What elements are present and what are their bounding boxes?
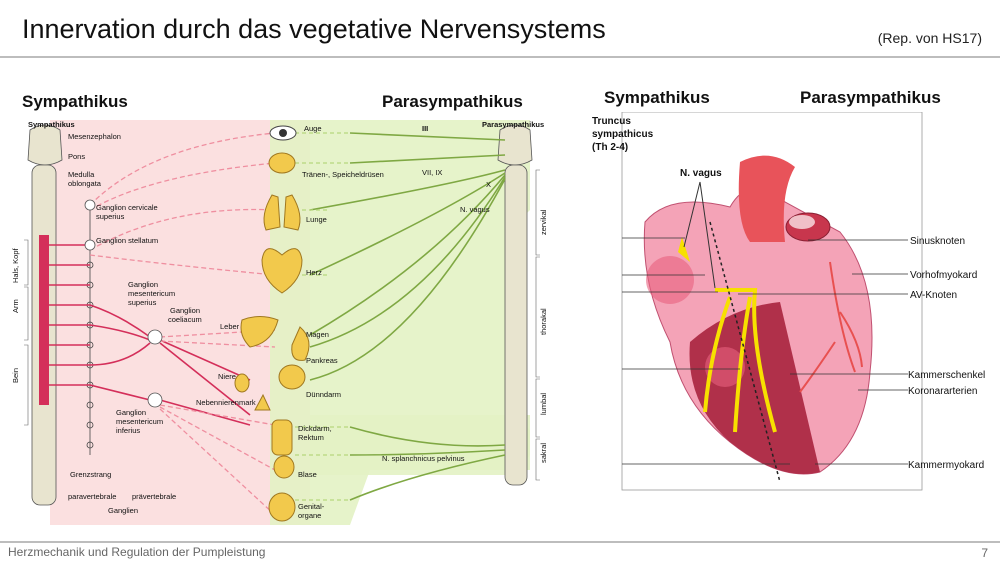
organ-genital-icon	[268, 492, 296, 522]
prevertebral-ganglia	[84, 199, 163, 408]
heart-label: Kammerschenkel	[908, 370, 985, 381]
organ-eye-icon	[269, 125, 297, 141]
body-region-label: Hals, Kopf	[11, 247, 20, 283]
ganglion-label: superius	[128, 298, 157, 307]
left-heading-parasympathikus: Parasympathikus	[382, 92, 523, 111]
organ-label: Leber	[220, 322, 240, 331]
nerve-label: N. vagus	[460, 205, 490, 214]
bottom-label: prävertebrale	[132, 492, 176, 501]
inner-label-para: Parasympathikus	[482, 120, 544, 129]
autonomic-nervous-system-diagram: Sympathikus Parasympathikus Mesenzephalo…	[11, 120, 548, 525]
heart-innervation-diagram: Truncus sympathicus (Th 2-4) N. vagus Si…	[592, 112, 985, 491]
organ-liver-icon	[240, 316, 279, 348]
cranial-nerve-label: III	[422, 124, 428, 133]
inner-label-sym: Sympathikus	[28, 120, 75, 129]
organ-label: Genital-	[298, 502, 325, 511]
bottom-label: Ganglien	[108, 506, 138, 515]
ganglion-label: Ganglion stellatum	[96, 236, 158, 245]
ganglion-label: superius	[96, 212, 125, 221]
organ-label: Rektum	[298, 433, 324, 442]
sympathetic-postganglionic	[89, 132, 276, 516]
truncus-label: sympathicus	[592, 129, 654, 140]
right-heading-parasympathikus: Parasympathikus	[800, 88, 941, 107]
organ-label: organe	[298, 511, 321, 520]
ganglion-label: Ganglion	[170, 306, 200, 315]
organ-label: Pankreas	[306, 356, 338, 365]
organ-gland-icon	[268, 152, 296, 174]
spine-region-label: sakral	[539, 443, 548, 463]
parasympathetic-region	[270, 120, 530, 475]
heart-label: Kammermyokard	[908, 460, 984, 471]
nerve-label: N. splanchnicus pelvinus	[382, 454, 465, 463]
organ-label: Niere	[218, 372, 236, 381]
organ-lung-icon	[263, 194, 301, 231]
parasympathetic-fibers	[309, 132, 506, 501]
ganglion-label: mesentericum	[128, 289, 175, 298]
organ-colon-icon	[271, 419, 293, 456]
left-heading-sympathikus: Sympathikus	[22, 92, 128, 111]
bottom-label: Grenzstrang	[70, 470, 111, 479]
ganglion-label: inferius	[116, 426, 140, 435]
ganglion-label: Ganglion	[116, 408, 146, 417]
vagus-label: N. vagus	[680, 168, 722, 179]
organ-label: Tränen-, Speicheldrüsen	[302, 170, 384, 179]
organ-heart-icon	[261, 248, 303, 294]
spine-region-label: zervikal	[539, 209, 548, 235]
sympathetic-fibers	[45, 244, 251, 426]
heart-label: Vorhofmyokard	[910, 270, 977, 281]
heart-label: AV-Knoten	[910, 290, 957, 301]
reference-note: (Rep. von HS17)	[877, 30, 982, 46]
title-divider	[0, 56, 1000, 58]
heart-illustration	[643, 155, 873, 483]
organ-intestine-icon	[278, 364, 306, 390]
heart-label: Sinusknoten	[910, 236, 965, 247]
organ-label: Dünndarm	[306, 390, 341, 399]
body-region-label: Bein	[11, 368, 20, 383]
organ-stomach-icon	[291, 326, 310, 361]
brain-label: Pons	[68, 152, 85, 161]
ganglion-label: Ganglion	[128, 280, 158, 289]
organ-label: Nebennierenmark	[196, 398, 256, 407]
organ-label: Auge	[304, 124, 322, 133]
ganglion-label: mesentericum	[116, 417, 163, 426]
ganglion-label: coeliacum	[168, 315, 202, 324]
cranial-nerve-label: X	[486, 180, 491, 189]
spine-region-label: thorakal	[539, 308, 548, 335]
organ-label: Lunge	[306, 215, 327, 224]
brain-label: Medulla	[68, 170, 95, 179]
parasympathetic-terminals	[295, 132, 350, 501]
truncus-label: (Th 2-4)	[592, 142, 628, 153]
organ-bladder-icon	[273, 455, 295, 479]
frame	[621, 112, 923, 491]
body-region-label: Arm	[11, 299, 20, 313]
slide-title: Innervation durch das vegetative Nervens…	[22, 14, 606, 44]
organ-label: Dickdarm,	[298, 424, 332, 433]
heart-label: Koronararterien	[908, 386, 977, 397]
page-number: 7	[981, 546, 988, 560]
spinal-cord-right	[497, 124, 533, 486]
bottom-label: paravertebrale	[68, 492, 116, 501]
brain-label: oblongata	[68, 179, 102, 188]
parasympathetic-sacral-region	[270, 415, 530, 525]
footer-divider	[0, 541, 1000, 543]
spine-region-label: lumbal	[539, 393, 548, 415]
footer-text: Herzmechanik und Regulation der Pumpleis…	[8, 545, 266, 559]
organ-label: Herz	[306, 268, 322, 277]
organ-kidney-icon	[234, 373, 250, 393]
region-brackets	[24, 169, 540, 481]
organ-adrenal-icon	[254, 393, 271, 411]
truncus-label: Truncus	[592, 116, 631, 127]
spinal-cord-left	[27, 124, 63, 506]
right-heading-sympathikus: Sympathikus	[604, 88, 710, 107]
organ-label: Blase	[298, 470, 317, 479]
heart-leader-lines	[622, 237, 908, 465]
ganglion-label: Ganglion cervicale	[96, 203, 158, 212]
cranial-nerve-label: VII, IX	[422, 168, 442, 177]
brain-label: Mesenzephalon	[68, 132, 121, 141]
organ-label: Magen	[306, 330, 329, 339]
